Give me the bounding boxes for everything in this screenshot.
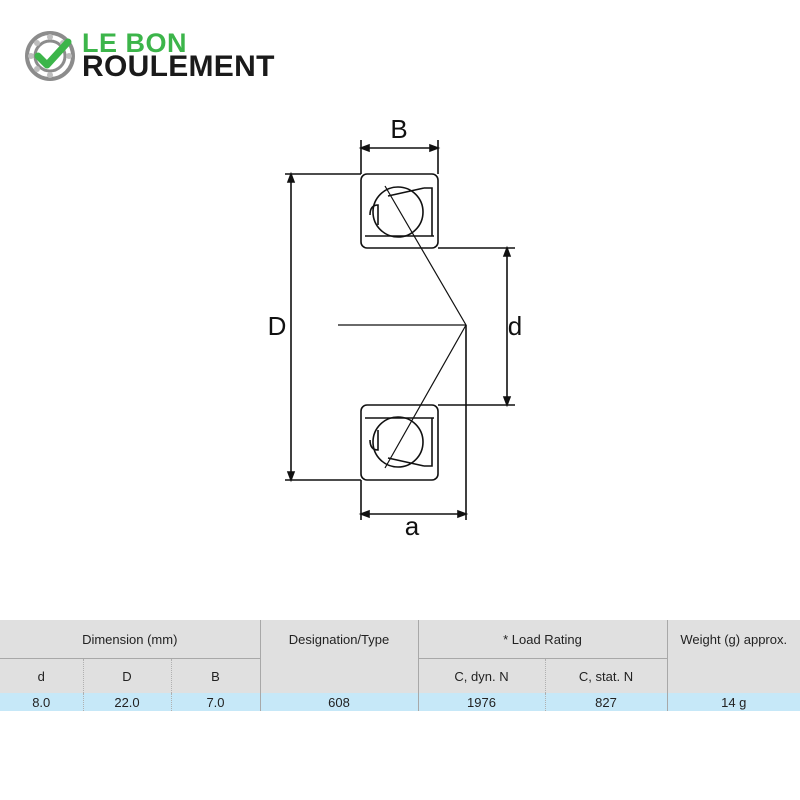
cell-c-stat: 827 — [544, 693, 667, 711]
cell-B: 7.0 — [170, 693, 260, 711]
cell-D: 22.0 — [82, 693, 171, 711]
label-a: a — [405, 511, 420, 541]
specifications-table: Dimension (mm) Designation/Type * Load R… — [0, 620, 800, 711]
label-d: d — [508, 311, 522, 341]
header-weight: Weight (g) approx. — [666, 620, 800, 693]
subheader-c-dyn: C, dyn. N — [417, 658, 545, 693]
bearing-cross-section-diagram: B D d a — [268, 114, 523, 541]
header-load-rating: * Load Rating — [417, 620, 667, 659]
table-row: 8.0 22.0 7.0 608 1976 827 14 g — [0, 693, 800, 711]
bearing-check-icon — [25, 31, 75, 81]
subheader-B: B — [170, 658, 260, 693]
subheader-c-stat: C, stat. N — [544, 658, 667, 693]
cell-c-dyn: 1976 — [417, 693, 545, 711]
subheader-d: d — [0, 658, 83, 693]
label-D: D — [268, 311, 287, 341]
logo: LE BON ROULEMENT — [24, 28, 304, 84]
cell-designation: 608 — [259, 693, 418, 711]
header-dimension: Dimension (mm) — [82, 631, 178, 647]
header-designation: Designation/Type — [259, 620, 418, 693]
cell-weight: 14 g — [666, 693, 800, 711]
logo-text-line1: LE BON — [82, 28, 188, 58]
cell-d: 8.0 — [0, 693, 83, 711]
subheader-D: D — [82, 658, 171, 693]
label-B: B — [390, 114, 407, 144]
logo-text-line2: ROULEMENT — [82, 50, 275, 83]
